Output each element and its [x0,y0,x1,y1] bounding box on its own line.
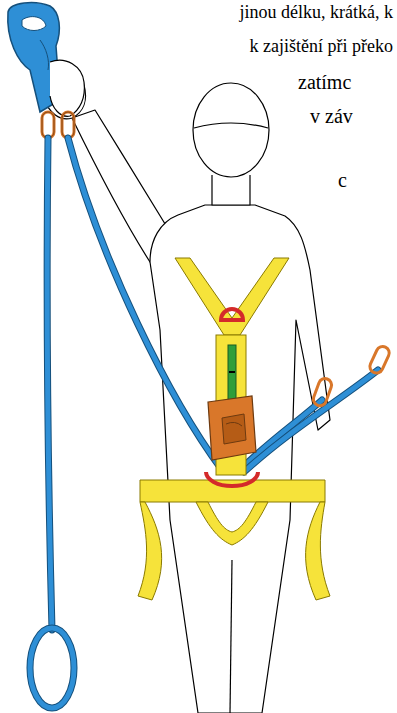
text-fragment: zatímc [298,70,351,94]
harness [138,258,330,600]
text-fragment: jinou délku, krátká, k [240,2,393,24]
lanyard-carabiners [312,344,392,407]
text-fragment: c [338,168,347,192]
body-outline [44,66,330,713]
chest-strap-buckle [228,345,236,405]
text-fragment: v záv [310,104,353,128]
text-fragment: k zajištění při překo [250,36,393,58]
chest-d-ring [221,309,243,320]
gripping-hand [50,60,84,116]
lanyards [30,138,378,708]
buckle-bar [229,371,235,373]
chest-ascender [208,396,256,460]
belay-ring [206,472,258,486]
ascender-carabiners [42,112,74,138]
